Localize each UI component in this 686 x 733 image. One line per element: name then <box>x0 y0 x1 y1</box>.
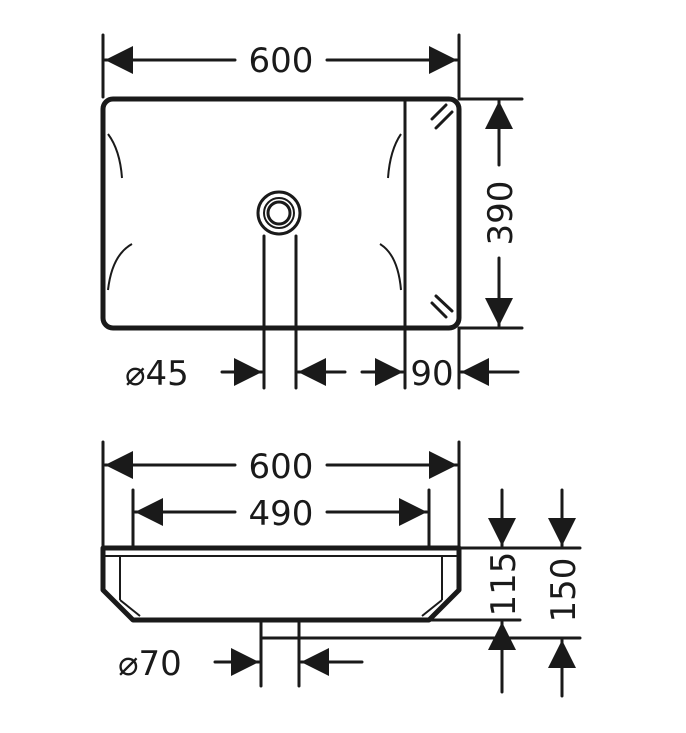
bowl-curve-top-right <box>387 133 402 179</box>
depth-arrow-bottom <box>485 298 513 326</box>
depth-arrow-top <box>485 101 513 129</box>
top-view: 600 390 ⌀45 90 <box>100 33 524 394</box>
tap-hole-mark-top <box>430 103 454 130</box>
outlet-diameter-label: ⌀70 <box>118 644 182 684</box>
total-height-label: 150 <box>544 558 584 623</box>
top-width-label: 600 <box>249 41 314 81</box>
drain-outer-ring <box>256 190 302 236</box>
deck-width-label: 90 <box>410 354 453 394</box>
basin-top-outline <box>100 96 462 331</box>
basin-side-outline <box>100 545 462 623</box>
total-height-arrow-top <box>548 518 576 546</box>
drain-diameter-label: ⌀45 <box>125 354 189 394</box>
drain-dim-arrow-right <box>298 358 326 386</box>
bowl-curve-bottom-right <box>379 243 402 291</box>
side-width-arrow-left <box>105 451 133 479</box>
bowl-height-label: 115 <box>484 552 524 617</box>
outlet-body <box>259 618 301 640</box>
tap-hole-mark-bottom <box>430 294 454 319</box>
outlet-dim-arrow-right <box>301 648 329 676</box>
drain-dim-arrow-left <box>234 358 262 386</box>
inner-width-arrow-left <box>135 498 163 526</box>
top-width-arrow-left <box>105 46 133 74</box>
side-width-label: 600 <box>249 447 314 487</box>
inner-width-label: 490 <box>249 494 314 534</box>
basin-inner-chamfer-right <box>421 599 443 617</box>
bowl-height-arrow-bottom <box>488 622 516 650</box>
drain-inner-ring <box>266 200 292 226</box>
drain-middle-ring <box>263 197 295 229</box>
side-width-arrow-right <box>429 451 457 479</box>
bowl-curve-top-left <box>107 133 123 179</box>
bowl-height-arrow-top <box>488 518 516 546</box>
deck-dim-arrow-right <box>461 358 489 386</box>
top-width-arrow-right <box>429 46 457 74</box>
deck-dim-arrow-left <box>375 358 403 386</box>
basin-inner-chamfer-left <box>119 599 141 617</box>
inner-width-arrow-right <box>399 498 427 526</box>
bowl-curve-bottom-left <box>107 243 133 291</box>
depth-label: 390 <box>481 181 521 246</box>
outlet-dim-arrow-left <box>231 648 259 676</box>
side-view: 600 490 115 150 ⌀70 <box>100 440 584 698</box>
total-height-arrow-bottom <box>548 640 576 668</box>
